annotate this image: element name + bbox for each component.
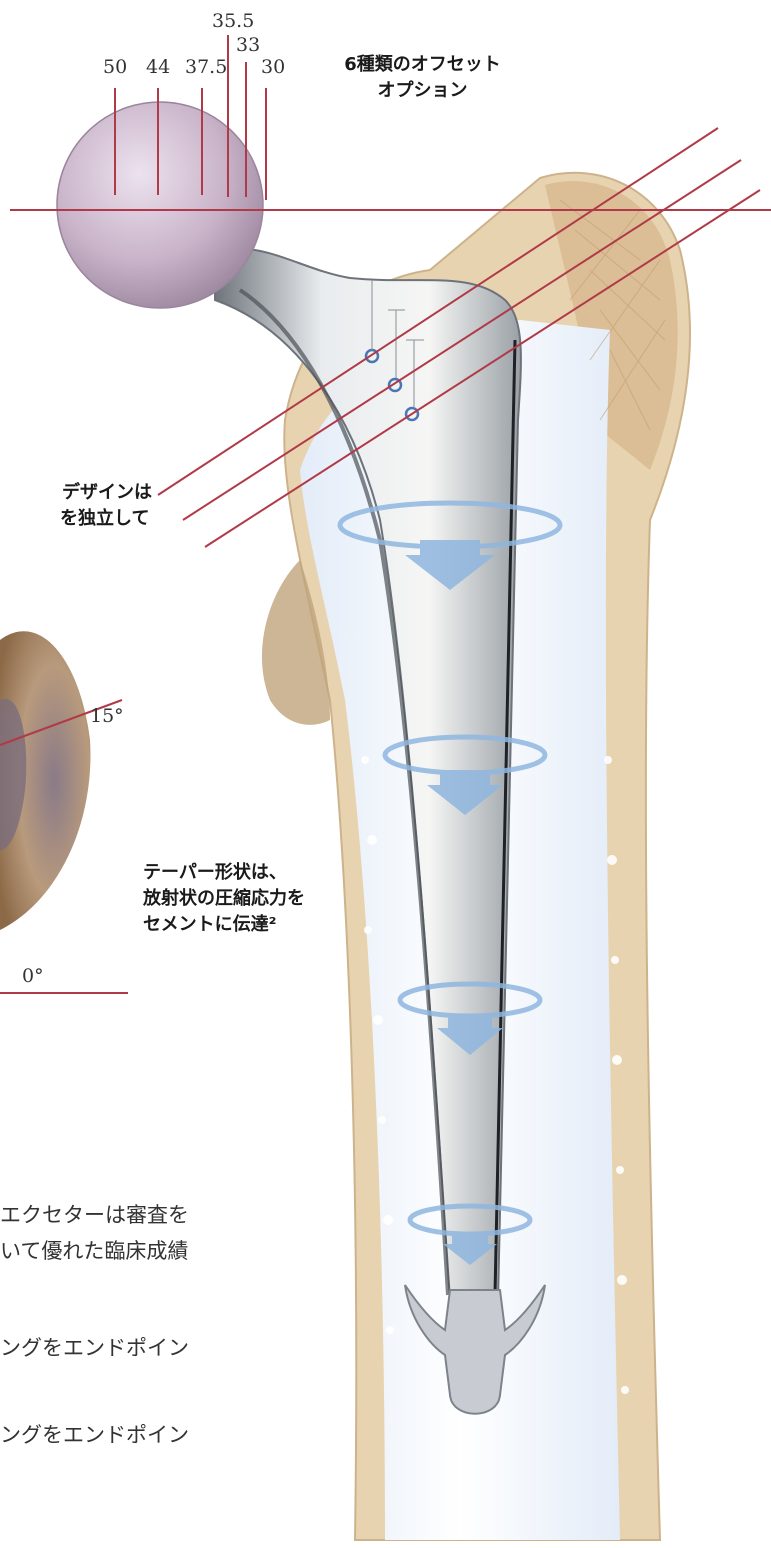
body-text-line3: ングをエンドポイン [0,1331,189,1365]
offset-value-33: 33 [236,34,260,56]
body-text-line4: ングをエンドポイン [0,1418,189,1452]
offset-options-title-line1: 6種類のオフセット [330,52,515,78]
offset-value-50: 50 [103,56,127,78]
body-text-line2: いて優れた臨床成績 [0,1234,188,1268]
femoral-head [57,102,263,308]
angle-label-15: 15° [90,705,124,727]
offset-options-title: 6種類のオフセット オプション [330,52,515,104]
offset-value-35-5: 35.5 [212,10,254,32]
acetabular-cup [0,631,90,930]
taper-callout-line1: テーパー形状は、 [143,860,305,886]
body-text-line1: エクセターは審査を [0,1198,189,1232]
design-callout-line2: を独立して [0,506,152,532]
offset-value-37-5: 37.5 [185,56,227,78]
taper-callout-line3: セメントに伝達² [143,912,305,938]
angle-label-0: 0° [22,965,44,987]
taper-callout: テーパー形状は、 放射状の圧縮応力を セメントに伝達² [143,860,305,938]
design-callout: デザインは を独立して [0,480,152,532]
offset-value-30: 30 [261,56,285,78]
design-callout-line1: デザインは [0,480,152,506]
offset-options-title-line2: オプション [330,78,515,104]
taper-callout-line2: 放射状の圧縮応力を [143,886,305,912]
offset-value-44: 44 [146,56,170,78]
